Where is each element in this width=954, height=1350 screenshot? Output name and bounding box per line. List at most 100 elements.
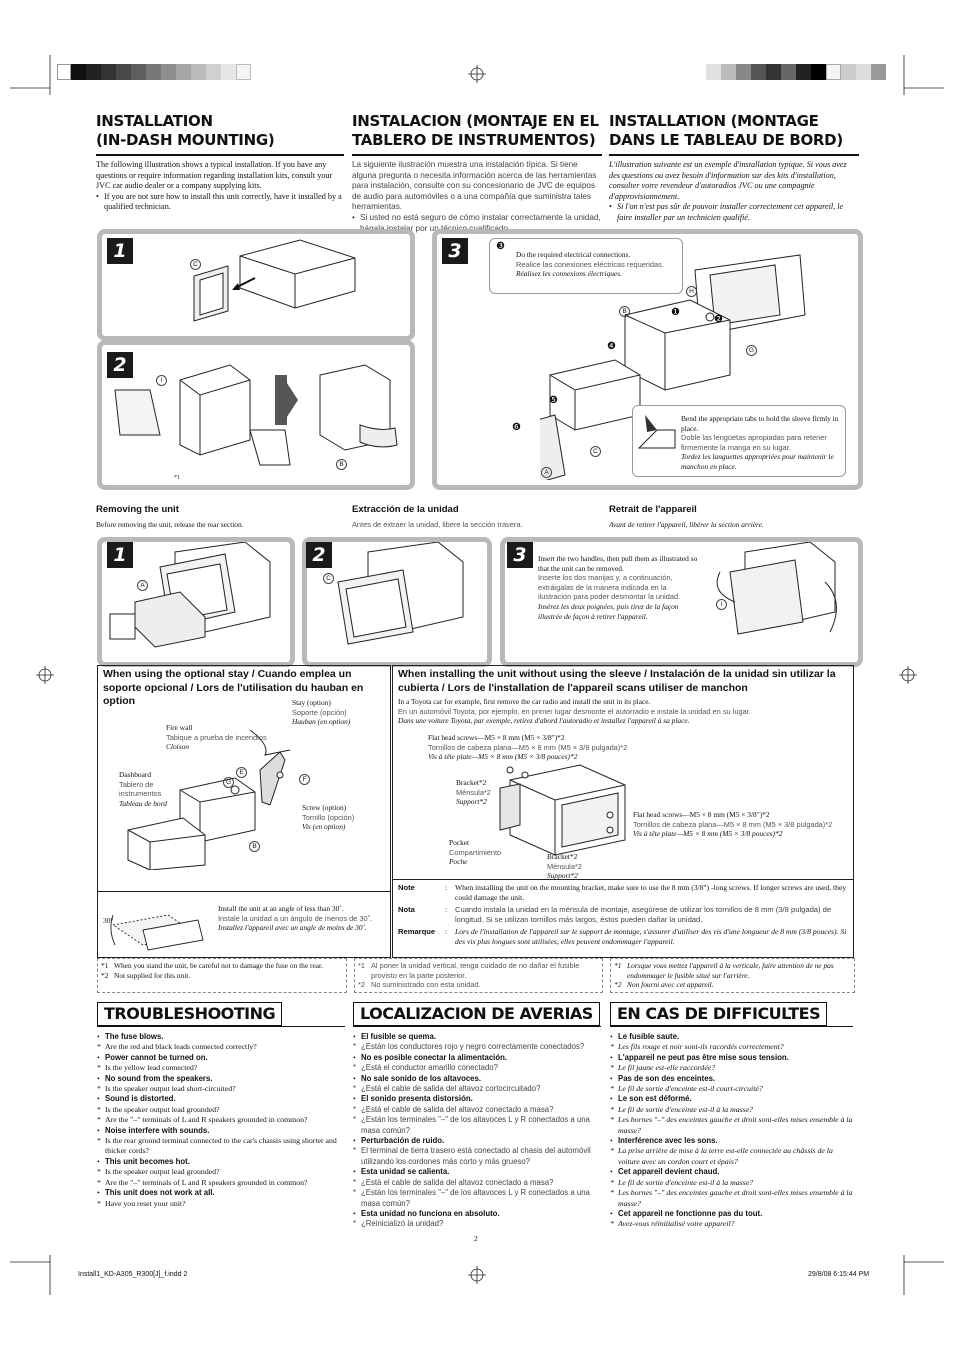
screw-option-label: Screw (option) Tornillo (opción) Vis (en…: [302, 803, 355, 832]
ts-rule-en: [97, 1026, 345, 1027]
ts-answer: *¿Están los terminales "–" de los altavo…: [353, 1188, 590, 1208]
ts-answer: *Les bornes "–" des enceintes gauche et …: [610, 1115, 853, 1135]
step-marker-2: ❷: [714, 314, 723, 325]
notes-block: Note:When installing the unit on the mou…: [398, 883, 847, 946]
heading-es: INSTALACION (MONTAJE EN EL TABLERO DE IN…: [352, 112, 599, 149]
date-slug: 29/8/08 6:15:44 PM: [808, 1271, 870, 1278]
stay-illustration: [127, 730, 291, 870]
footnote-box-fr: [610, 958, 855, 993]
ts-answer: *¿Está el cable de salida del altavoz co…: [353, 1104, 554, 1114]
ts-answer: *La prise arrière de mise à la terre est…: [610, 1146, 833, 1166]
label-a-2: A: [137, 580, 148, 591]
no-sleeve-heading: When installing the unit without using t…: [398, 668, 836, 694]
ts-question: •No sound from the speakers.: [97, 1073, 213, 1083]
label-e: E: [236, 767, 247, 778]
bend-tab-illustration: [637, 415, 676, 449]
ts-answer: *Is the rear ground terminal connected t…: [97, 1136, 337, 1156]
remove-step-2: 2: [306, 542, 332, 568]
ts-answer: *¿Están los conductores rojo y negro cor…: [353, 1042, 585, 1052]
flat-head-screws-1: Flat head screws—M5 × 8 mm (M5 × 3/8")*2…: [428, 733, 628, 762]
connections-callout: [489, 238, 683, 294]
label-b-3: B: [249, 841, 260, 852]
removing-text-fr: Avant de retirer l'appareil, libérer la …: [609, 520, 764, 529]
removing-text-en: Before removing the unit, release the re…: [96, 520, 244, 529]
ts-question: •Perturbación de ruido.: [353, 1136, 445, 1146]
heading-rule-es: [352, 154, 602, 156]
ts-answer: *Le fil jaune est-elle raccordée?: [610, 1063, 716, 1073]
ts-answer: *¿Está el cable de salida del altavoz co…: [353, 1084, 541, 1094]
ts-answer: *Is the speaker output lead grounded?: [97, 1104, 220, 1114]
install-step-2: 2: [107, 352, 133, 378]
color-bar-right: [706, 64, 886, 80]
ts-rule-fr: [610, 1026, 853, 1027]
removing-text-es: Antes de extraer la unidad, libere la se…: [352, 520, 523, 529]
fuse-mark: *1: [174, 475, 180, 481]
footnote-box-es: [354, 958, 603, 993]
ts-question: •No sale sonido de los altavoces.: [353, 1073, 482, 1083]
ts-answer: *¿Está el conductor amarillo conectado?: [353, 1063, 498, 1073]
angle-value: 30°: [103, 916, 114, 925]
ts-question: •This unit becomes hot.: [97, 1156, 190, 1166]
file-slug: Install1_KD-A305_R300[J]_f.indd 2: [78, 1271, 188, 1278]
ts-question: •Interférence avec les sons.: [610, 1136, 718, 1146]
ts-answer: *Is the speaker output lead short-circui…: [97, 1084, 236, 1094]
handles-text: Insert the two handles, then pull them a…: [538, 554, 698, 621]
ts-question: •Esta unidad no funciona en absoluto.: [353, 1208, 500, 1218]
ts-question: •Sound is distorted.: [97, 1094, 176, 1104]
remove-illustration-2: [337, 542, 464, 645]
label-c-1: C: [190, 259, 201, 270]
bend-text: Bend the appropriate tabs to hold the sl…: [681, 414, 839, 471]
ts-answer: *Le fil de sortie d'enceinte est-il cour…: [610, 1084, 763, 1094]
footnote-box-en: [97, 958, 347, 993]
intro-fr: L'illustration suivante est un exemple d…: [609, 160, 847, 222]
ts-answer: *Le fil de sortie d'enceinte est-il à la…: [610, 1104, 754, 1114]
ts-answer: *Are the red and black leads connected c…: [97, 1042, 257, 1052]
label-g-2: G: [223, 777, 234, 788]
dashboard-mount-illustration: [540, 254, 806, 480]
ts-question: •Pas de son des enceintes.: [610, 1073, 716, 1083]
ts-answer: *Les fils rouge et noir sont-ils racordé…: [610, 1042, 784, 1052]
connections-marker: ❸: [496, 241, 505, 252]
stay-heading: When using the optional stay / Cuando em…: [103, 668, 364, 707]
label-g-1: G: [746, 345, 757, 356]
label-c-3: C: [323, 573, 334, 584]
ts-question: •El sonido presenta distorsión.: [353, 1094, 473, 1104]
no-sleeve-intro: In a Toyota car for example, first remov…: [398, 697, 751, 726]
connections-text: Do the required electrical connections. …: [516, 250, 664, 279]
ts-question: •This unit does not work at all.: [97, 1188, 215, 1198]
ts-question: •Cet appareil ne fonctionne pas du tout.: [610, 1208, 763, 1218]
tabs-illustration: [114, 364, 398, 466]
troubleshooting-title-fr: EN CAS DE DIFFICULTES: [610, 1002, 828, 1026]
removing-heading-es: Extracción de la unidad: [352, 504, 459, 515]
ts-answer: *Is the speaker output lead grounded?: [97, 1167, 220, 1177]
label-i-2: I: [716, 599, 727, 610]
ts-answer: *Avez-vous réinitialisé votre appareil?: [610, 1219, 735, 1229]
ts-answer: *¿Reinicializó la unidad?: [353, 1219, 444, 1229]
ts-answer: *Are the "–" terminals of L and R speake…: [97, 1177, 308, 1187]
pocket-label: Pocket Compartimiento Poche: [449, 838, 502, 867]
ts-question: •Cet appareil devient chaud.: [610, 1167, 720, 1177]
flat-head-screws-2: Flat head screws—M5 × 8 mm (M5 × 3/8")*2…: [633, 810, 833, 839]
remove-step-1: 1: [107, 542, 133, 568]
stay-option-label: Stay (option) Soporte (opción) Hauban (e…: [292, 698, 351, 727]
label-c-2: C: [590, 446, 601, 457]
label-f: F: [299, 774, 310, 785]
ts-answer: *Les bornes "–" des enceintes gauche et …: [610, 1188, 853, 1208]
install-step-1: 1: [107, 238, 133, 264]
ts-question: •Esta unidad se calienta.: [353, 1167, 450, 1177]
heading-fr: INSTALLATION (MONTAGE DANS LE TABLEAU DE…: [609, 112, 843, 149]
ts-rule-es: [353, 1026, 601, 1027]
bracket-mount-illustration: [499, 764, 626, 856]
heading-rule-fr: [609, 154, 859, 156]
stay-divider: [97, 891, 391, 892]
ts-answer: *Le fil de sortie d'enceinte est-il à la…: [610, 1177, 754, 1187]
ts-answer: *Have you reset your unit?: [97, 1198, 186, 1208]
bracket-label-1: Bracket*2 Ménsula*2 Support*2: [456, 778, 491, 807]
troubleshooting-list-es: •El fusible se quema.*¿Están los conduct…: [353, 1032, 598, 1230]
step-marker-6: ❻: [512, 422, 521, 433]
stay-box: [97, 665, 391, 958]
heading-en: INSTALLATION (IN-DASH MOUNTING): [96, 112, 275, 149]
